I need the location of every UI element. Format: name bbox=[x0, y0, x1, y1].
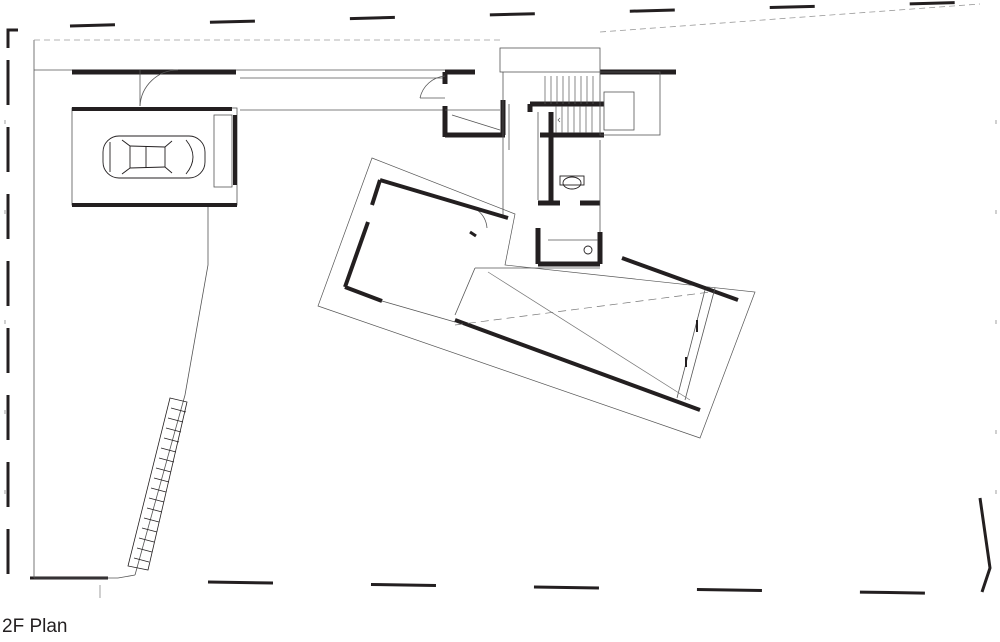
rotated-volume bbox=[317, 157, 756, 439]
grid-ticks bbox=[4, 120, 997, 598]
washbasin-icon bbox=[583, 245, 593, 255]
toilet-icon bbox=[559, 175, 585, 190]
car-icon bbox=[102, 135, 206, 179]
core-thin-lines bbox=[419, 47, 661, 241]
garage bbox=[71, 69, 238, 207]
core-walls bbox=[442, 69, 676, 267]
site-outline bbox=[33, 40, 445, 579]
plan-caption: 2F Plan bbox=[2, 616, 68, 637]
stair-steps bbox=[544, 76, 594, 133]
dashed-setback-line bbox=[34, 3, 981, 41]
exterior-stair bbox=[127, 397, 188, 571]
property-boundary bbox=[6, 0, 992, 596]
